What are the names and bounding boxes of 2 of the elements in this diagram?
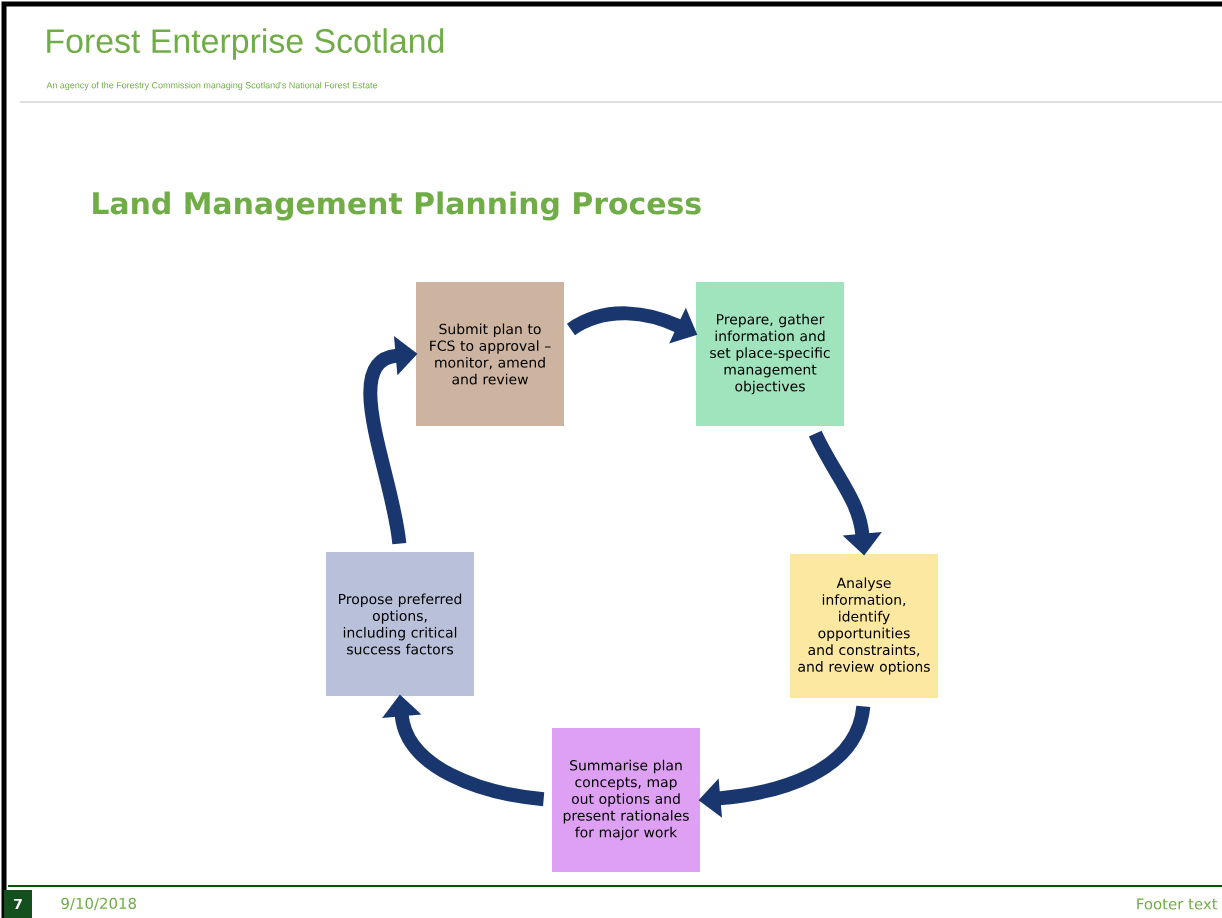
slide-title: Land Management Planning Process [93,191,701,221]
header-title: Forest Enterprise Scotland [47,28,444,60]
